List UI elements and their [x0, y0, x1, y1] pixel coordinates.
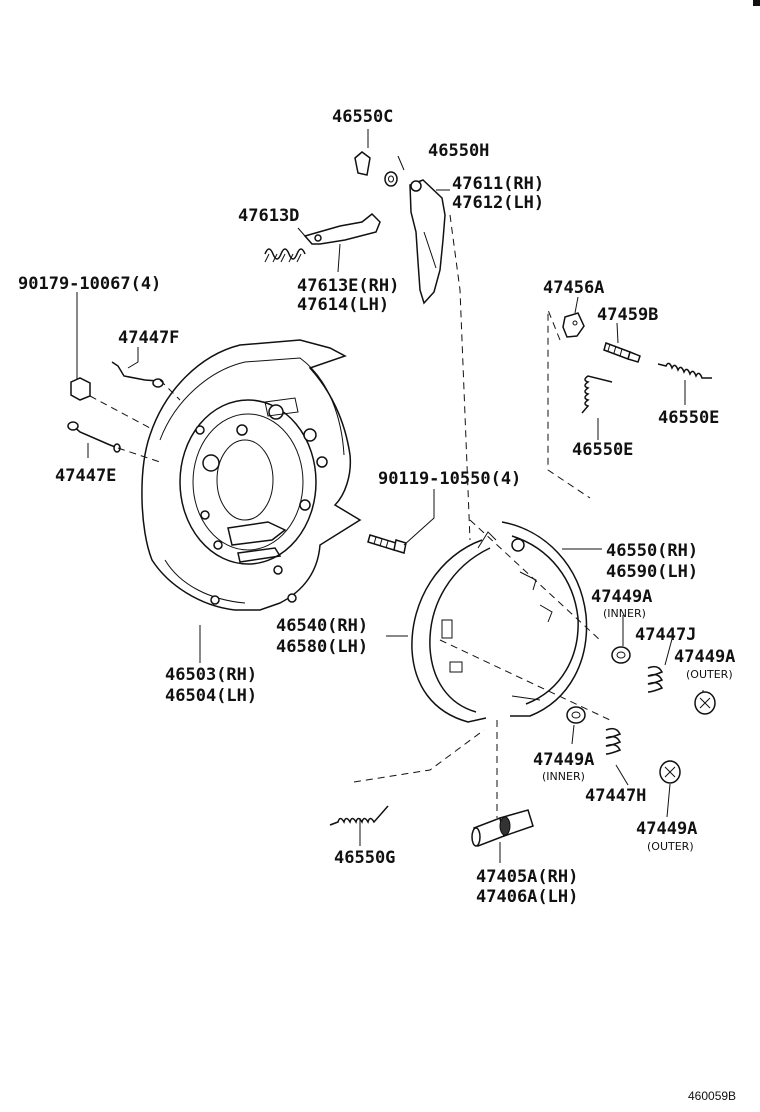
label-47612: 47612(LH): [452, 193, 544, 213]
bolt-90119: [367, 534, 407, 554]
label-47447e: 47447E: [55, 466, 116, 486]
spring-47447j: [647, 665, 664, 693]
pin-47447e: [71, 424, 119, 449]
label-47406a: 47406A(LH): [476, 887, 578, 907]
label-46503: 46503(RH): [165, 665, 257, 685]
label-47449a-4-sub: (OUTER): [647, 840, 694, 853]
label-47449a-3-sub: (INNER): [542, 770, 585, 783]
label-47614: 47614(LH): [297, 295, 389, 315]
label-47449a-2-sub: (OUTER): [686, 668, 733, 681]
label-46550: 46550(RH): [606, 541, 698, 561]
figure-code: 460059B: [688, 1089, 736, 1103]
spring-47613d: [264, 248, 306, 263]
adjuster-47459b: [603, 342, 641, 363]
parking-lever-47611: [409, 179, 446, 305]
wheel-cylinder-47405a: [471, 809, 534, 848]
nut-90179: [70, 377, 91, 401]
label-46504: 46504(LH): [165, 686, 257, 706]
clip-46550c: [354, 151, 371, 176]
label-46550g: 46550G: [334, 848, 395, 868]
label-47447j: 47447J: [635, 625, 696, 645]
label-47611: 47611(RH): [452, 174, 544, 194]
label-90119: 90119-10550(4): [378, 469, 521, 489]
label-47449a-1-sub: (INNER): [603, 607, 646, 620]
label-46550c: 46550C: [332, 107, 393, 127]
label-47613d: 47613D: [238, 206, 299, 226]
label-47447f: 47447F: [118, 328, 179, 348]
strut-47613e: [303, 212, 381, 245]
label-46550e-b: 46550E: [572, 440, 633, 460]
label-47449a-4: 47449A: [636, 819, 697, 839]
spring-46550e-b: [581, 375, 613, 414]
spring-46550g: [329, 805, 389, 826]
label-47449a-3: 47449A: [533, 750, 594, 770]
brake-shoe-46550: [501, 521, 588, 717]
backing-plate: [141, 339, 362, 611]
label-47447h: 47447H: [585, 786, 646, 806]
label-46590: 46590(LH): [606, 562, 698, 582]
spring-46550e-a: [657, 362, 712, 379]
label-47449a-1: 47449A: [591, 587, 652, 607]
label-47405a: 47405A(RH): [476, 867, 578, 887]
label-47459b: 47459B: [597, 305, 658, 325]
plate-47456a: [562, 312, 585, 338]
label-46580: 46580(LH): [276, 637, 368, 657]
label-90179: 90179-10067(4): [18, 274, 161, 294]
spring-47447h: [605, 727, 622, 755]
washer-46550h: [384, 171, 398, 187]
label-46550e-a: 46550E: [658, 408, 719, 428]
label-47613e: 47613E(RH): [297, 276, 399, 296]
pin-47447f: [111, 361, 159, 382]
label-47449a-2: 47449A: [674, 647, 735, 667]
label-46550h: 46550H: [428, 141, 489, 161]
corner-mark: [753, 0, 760, 6]
brake-shoe-46540: [411, 531, 497, 723]
washer-47449a-inner-1: [611, 646, 631, 664]
label-47456a: 47456A: [543, 278, 604, 298]
label-46540: 46540(RH): [276, 616, 368, 636]
washer-47449a-inner-2: [566, 706, 586, 724]
